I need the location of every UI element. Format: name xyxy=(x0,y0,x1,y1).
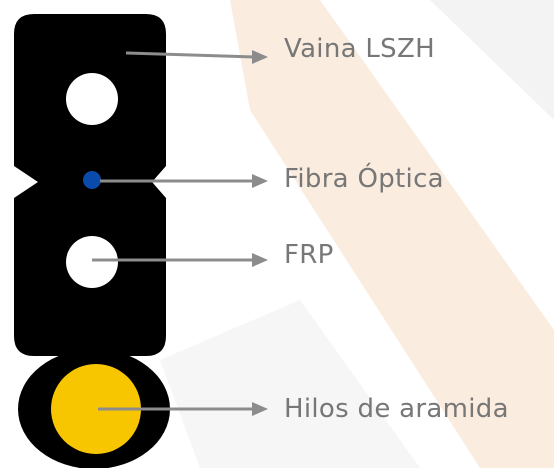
arrow-aramid xyxy=(98,402,268,416)
aramid-yarn-core xyxy=(51,364,141,454)
optical-fiber-dot xyxy=(83,171,101,189)
label-optical-fiber: Fibra Óptica xyxy=(284,164,444,194)
frp-strength-member-top xyxy=(66,73,118,125)
arrow-frp xyxy=(92,253,268,267)
watermark-grey-stripe xyxy=(430,0,554,120)
label-lszh-sheath: Vaina LSZH xyxy=(284,34,435,64)
watermark-grey-lower xyxy=(160,300,420,468)
label-frp: FRP xyxy=(284,240,334,270)
arrow-sheath xyxy=(125,50,268,64)
watermark-orange-stripe xyxy=(230,0,554,468)
frp-strength-member xyxy=(66,236,118,288)
label-aramid-yarn: Hilos de aramida xyxy=(284,394,509,424)
arrow-optical-fiber xyxy=(100,174,268,188)
